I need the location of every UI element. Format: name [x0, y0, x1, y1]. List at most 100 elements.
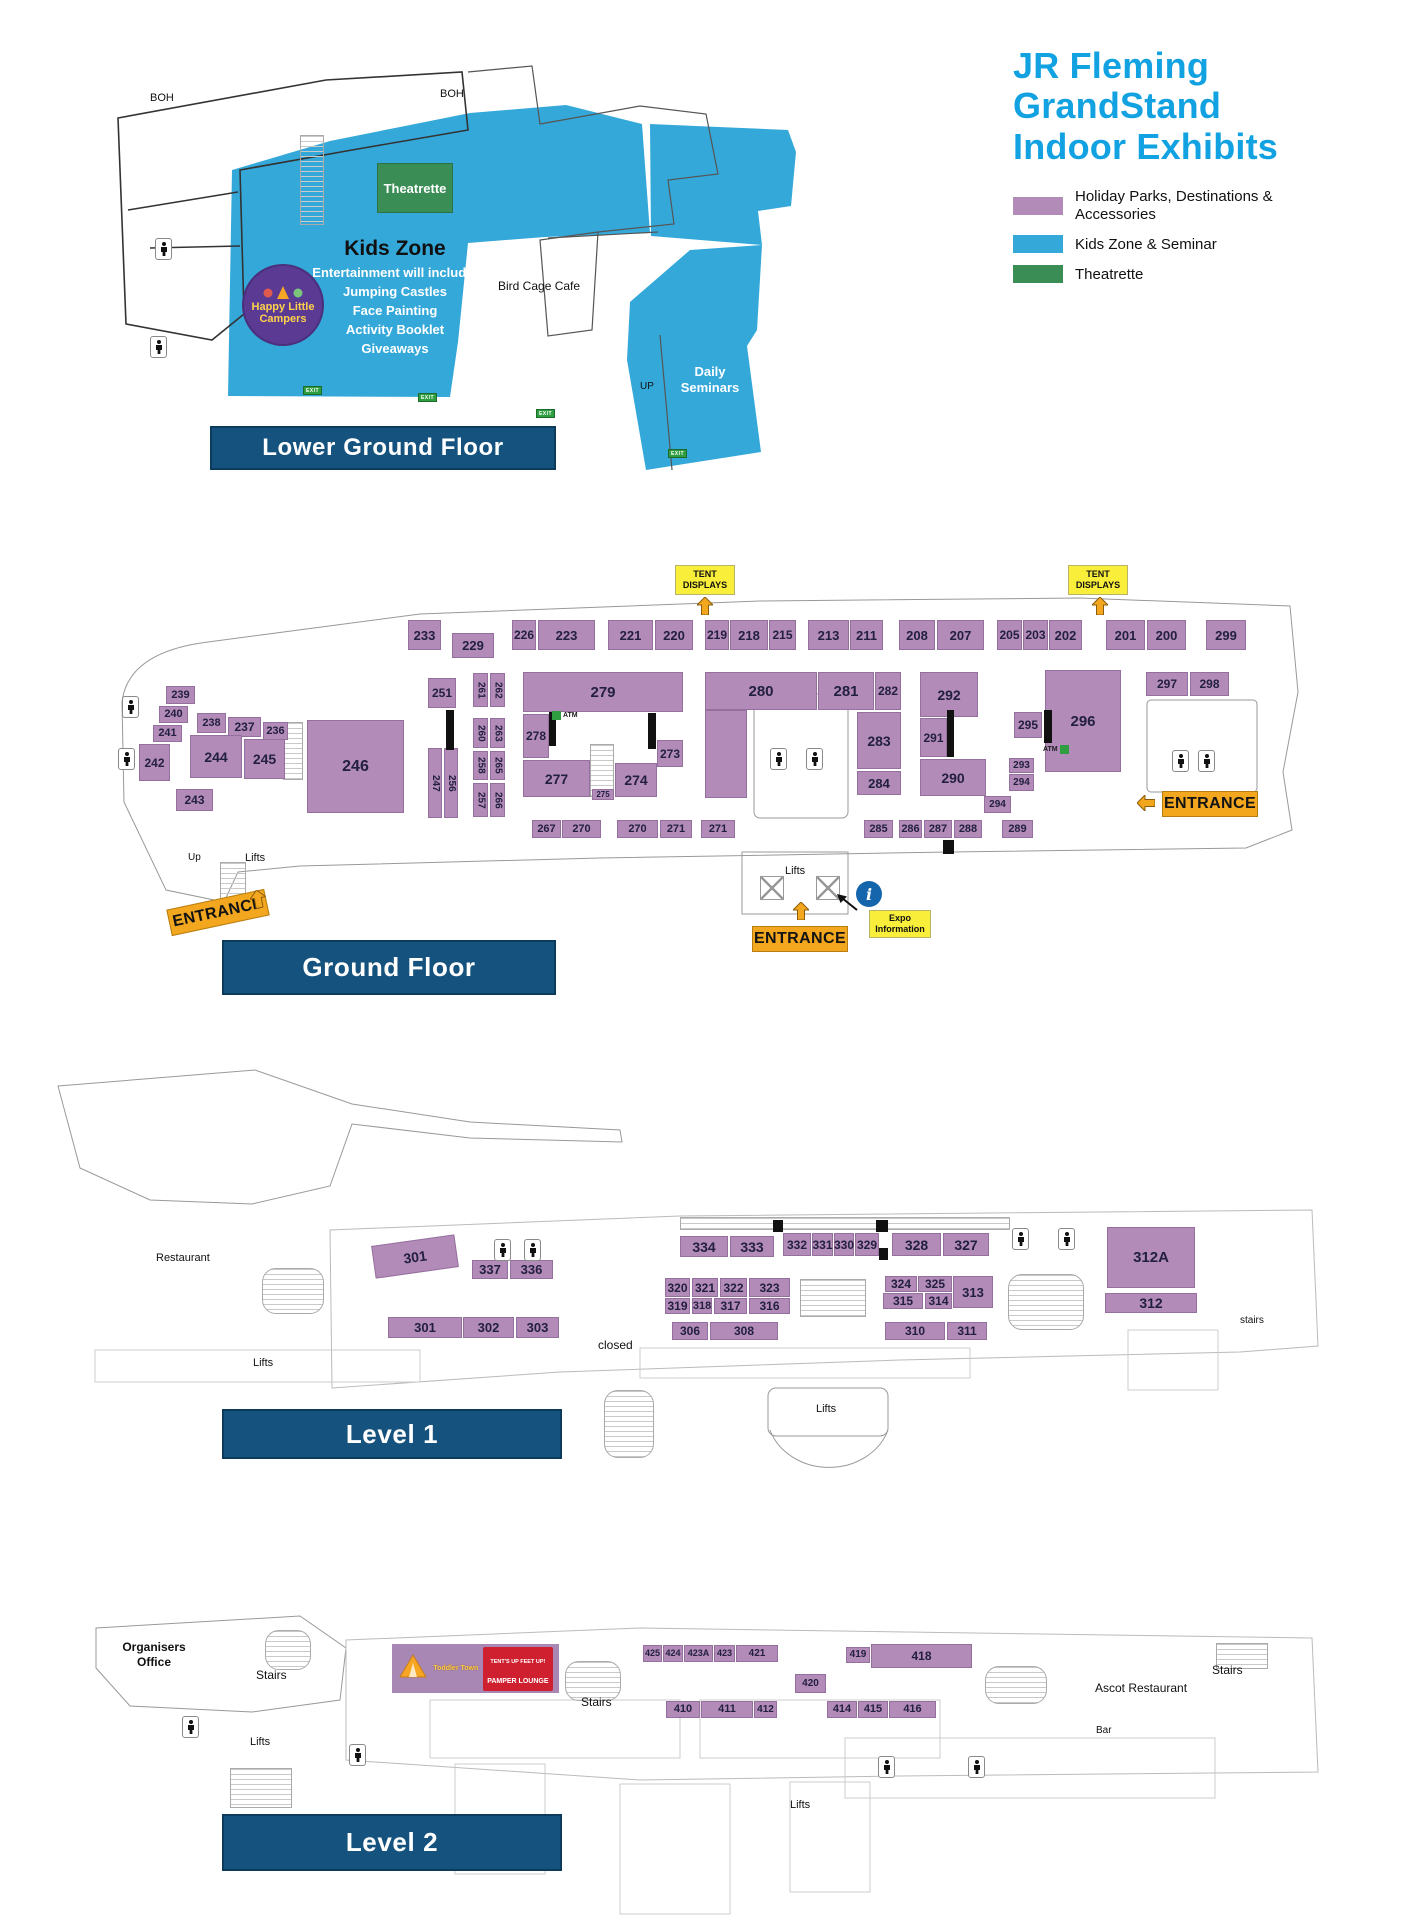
- restroom-icon: [122, 696, 139, 718]
- booth-278: 278: [523, 714, 549, 758]
- booth-317: 317: [714, 1298, 747, 1314]
- map-label: Daily: [694, 364, 726, 379]
- booth-414: 414: [827, 1701, 857, 1718]
- restroom-icon: [1198, 750, 1215, 772]
- wall-bar: [446, 710, 454, 750]
- booth-279: 279: [523, 672, 683, 712]
- booth-324: 324: [885, 1276, 917, 1292]
- booth-220: 220: [655, 620, 693, 650]
- floor-banner-gf: Ground Floor: [222, 940, 556, 995]
- booth-329: 329: [855, 1233, 879, 1256]
- booth-419: 419: [846, 1647, 870, 1663]
- booth-287: 287: [924, 820, 952, 838]
- booth-321: 321: [692, 1278, 718, 1297]
- booth-238: 238: [197, 713, 226, 733]
- map-label: Bar: [1096, 1725, 1112, 1736]
- booth-286: 286: [899, 820, 922, 838]
- map-label: Stairs: [256, 1668, 287, 1682]
- booth-423: 423: [714, 1645, 735, 1662]
- booth-315: 315: [883, 1293, 923, 1309]
- booth-323: 323: [749, 1278, 790, 1297]
- booth-310: 310: [885, 1322, 945, 1340]
- direction-arrow-icon: [248, 889, 268, 910]
- booth-202: 202: [1049, 620, 1082, 650]
- booth-296: 296: [1045, 670, 1121, 772]
- wall-bar: [879, 1248, 888, 1260]
- booth-306: 306: [672, 1322, 708, 1340]
- booth-277: 277: [523, 760, 590, 797]
- map-label: Lifts: [253, 1357, 274, 1369]
- floor-banner-l2: Level 2: [222, 1814, 562, 1871]
- booth-261: 261: [473, 673, 488, 707]
- wall-bar: [947, 710, 954, 757]
- booth-219: 219: [705, 620, 729, 650]
- booth-283: 283: [857, 712, 901, 769]
- booth-270: 270: [617, 820, 658, 838]
- booth-282: 282: [875, 672, 901, 710]
- booth-336: 336: [510, 1260, 553, 1279]
- exit-sign-icon: EXIT: [303, 386, 322, 395]
- booth-303: 303: [516, 1317, 559, 1338]
- booth-229: 229: [452, 633, 494, 658]
- booth-262: 262: [490, 673, 505, 707]
- information-icon: i: [856, 881, 882, 907]
- pamper-lounge-sign: TENT'S UP FEET UP!PAMPER LOUNGE: [483, 1646, 553, 1691]
- map-label: Bird Cage Cafe: [498, 279, 581, 293]
- booth-207: 207: [937, 620, 984, 650]
- map-label: Activity Booklet: [345, 322, 445, 337]
- map-label: Entertainment will include:: [312, 265, 478, 280]
- booth-312A: 312A: [1107, 1227, 1195, 1288]
- booth-425: 425: [643, 1645, 662, 1662]
- floor-banner-lgf: Lower Ground Floor: [210, 426, 556, 470]
- booth-421: 421: [736, 1645, 778, 1662]
- booth-280: 280: [705, 672, 817, 710]
- map-label: Office: [136, 1655, 171, 1669]
- booth-200: 200: [1147, 620, 1186, 650]
- booth-240: 240: [159, 706, 188, 723]
- atm-icon: ATM: [1043, 745, 1069, 754]
- wall-bar: [943, 840, 954, 854]
- booth-308: 308: [710, 1322, 778, 1340]
- booth-267: 267: [532, 820, 561, 838]
- wall-bar: [549, 712, 556, 746]
- restroom-icon: [150, 336, 167, 358]
- booth-260: 260: [473, 718, 488, 748]
- booth-420: 420: [795, 1674, 826, 1693]
- wall-bar: [773, 1220, 783, 1232]
- exit-sign-icon: EXIT: [418, 393, 437, 402]
- booth-289: 289: [1002, 820, 1033, 838]
- booth-299: 299: [1206, 620, 1246, 650]
- map-label: Stairs: [1212, 1663, 1243, 1677]
- booth-415: 415: [858, 1701, 888, 1718]
- stairs-hatch: [262, 1268, 324, 1314]
- booth-237: 237: [228, 717, 261, 737]
- booth-333: 333: [730, 1236, 774, 1257]
- booth-251: 251: [428, 678, 456, 708]
- wall-bar: [876, 1220, 888, 1232]
- booth-411: 411: [701, 1701, 753, 1718]
- exit-sign-icon: EXIT: [668, 449, 687, 458]
- map-label: Lifts: [816, 1403, 837, 1415]
- tent-icon: [398, 1653, 428, 1684]
- legend-label: Holiday Parks, Destinations & Accessorie…: [1075, 188, 1273, 223]
- booth-291: 291: [920, 718, 947, 757]
- booth-314: 314: [925, 1293, 952, 1309]
- booth-412: 412: [754, 1701, 777, 1718]
- booth-312: 312: [1105, 1293, 1197, 1313]
- booth-320: 320: [665, 1278, 690, 1297]
- map-label: BOH: [440, 88, 464, 100]
- booth-416: 416: [889, 1701, 936, 1718]
- map-label: Lifts: [790, 1799, 811, 1811]
- booth-297: 297: [1146, 672, 1188, 696]
- booth-244: 244: [190, 735, 242, 778]
- restroom-icon: [1058, 1228, 1075, 1250]
- map-label: Seminars: [680, 380, 740, 395]
- wall-bar: [1044, 710, 1052, 743]
- title-line-2: GrandStand: [1013, 85, 1222, 127]
- legend-item: Holiday Parks, Destinations & Accessorie…: [1013, 188, 1353, 223]
